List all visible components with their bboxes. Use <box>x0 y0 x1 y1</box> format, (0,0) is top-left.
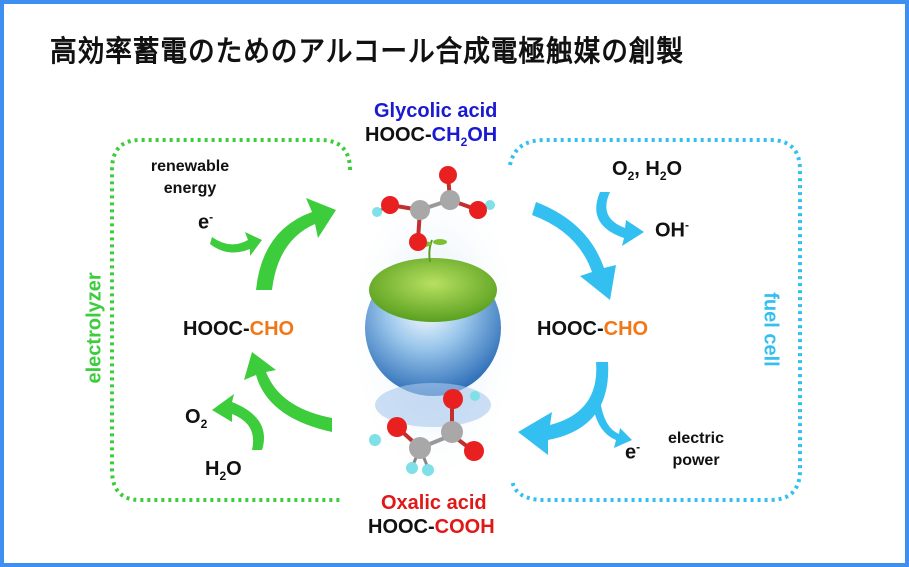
o2-h2o-label: O2, H2O <box>612 158 682 183</box>
subscript: 2 <box>627 169 635 183</box>
electrolyzer-arrows <box>210 198 336 450</box>
o-symbol: O <box>612 158 628 180</box>
green-arrow-bottom-up <box>244 352 332 432</box>
fuel-cell-label: fuel cell <box>759 292 782 367</box>
formula-main: CH <box>431 124 461 146</box>
electrolyzer-loop <box>110 138 352 502</box>
subscript: 2 <box>200 417 208 431</box>
subscript: 2 <box>219 469 227 483</box>
electron-charge: - <box>636 440 641 454</box>
subscript: 2 <box>659 169 667 183</box>
o-symbol: O <box>185 406 201 428</box>
green-arrow-h2o-o2 <box>212 394 264 450</box>
electron-charge: - <box>209 210 214 224</box>
formula-prefix: HOOC- <box>365 124 432 146</box>
green-arrow-e-small <box>210 232 262 256</box>
oh-symbol: OH <box>655 219 685 242</box>
electron-right: e- <box>625 440 640 465</box>
h2o-label: H2O <box>205 458 242 483</box>
intermediate-right: HOOC-CHO <box>537 318 648 341</box>
cyan-arrow-left <box>518 362 609 455</box>
oxalic-acid-formula: HOOC-COOH <box>368 516 495 539</box>
formula-prefix: HOOC- <box>368 516 435 538</box>
green-arrow-up-right <box>256 198 336 290</box>
o-symbol: O <box>666 158 683 180</box>
page-title: 高効率蓄電のためのアルコール合成電極触媒の創製 <box>50 34 685 68</box>
electric-power-label: electric power <box>667 430 725 469</box>
glycolic-acid-name: Glycolic acid <box>374 100 498 122</box>
h-symbol: H <box>205 458 220 480</box>
electron-symbol: e <box>198 211 210 234</box>
electron-left: e- <box>198 210 213 235</box>
formula-prefix: HOOC- <box>537 318 604 340</box>
oxalic-acid-label: Oxalic acid <box>381 492 487 515</box>
oxalic-acid-molecule <box>369 389 484 476</box>
charge: - <box>685 218 689 232</box>
formula-main: CHO <box>603 318 649 340</box>
intermediate-left: HOOC-CHO <box>183 318 294 341</box>
cyan-arrow-e <box>592 400 632 448</box>
o2-label: O2 <box>185 406 207 431</box>
glycolic-acid-formula: HOOC-CH2OH <box>365 124 497 149</box>
glycolic-acid-molecule <box>372 166 495 251</box>
fuel-cell-arrows <box>518 192 644 455</box>
formula-prefix: HOOC- <box>183 318 250 340</box>
formula-main: CHO <box>249 318 295 340</box>
electrolyzer-label: electrolyzer <box>83 272 106 384</box>
hydroxide-label: OH- <box>655 218 689 243</box>
electron-symbol: e <box>625 441 637 464</box>
renewable-energy-label: renewable energy <box>150 158 230 197</box>
formula-subscript: 2 <box>460 135 468 149</box>
glycolic-acid-label: Glycolic acid <box>374 100 497 123</box>
cyan-arrow-o2-oh <box>596 192 644 246</box>
o-symbol: O <box>226 458 242 480</box>
h-symbol: , H <box>634 158 660 180</box>
formula-main: COOH <box>434 516 495 538</box>
cyan-arrow-down <box>532 202 616 300</box>
fuel-cell-loop <box>508 138 802 502</box>
oxalic-acid-name: Oxalic acid <box>381 492 487 514</box>
formula-end: OH <box>467 124 498 146</box>
